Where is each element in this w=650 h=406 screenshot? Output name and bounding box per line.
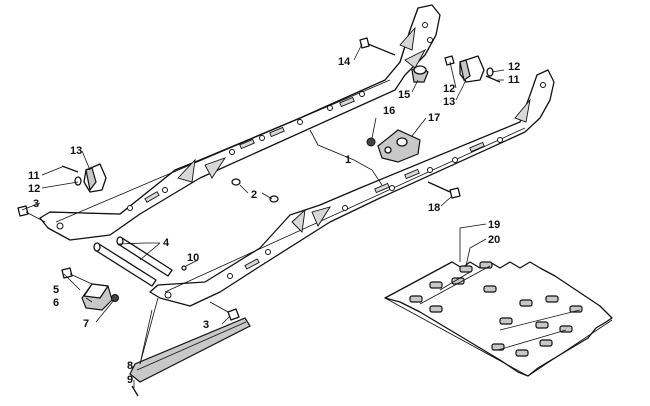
callout-5: 5 (53, 284, 59, 296)
callout-8: 8 (127, 360, 133, 372)
callout-13-right: 13 (443, 96, 455, 108)
callout-9: 9 (127, 374, 133, 386)
bolt-11-right (485, 75, 501, 83)
callout-20: 20 (488, 234, 500, 246)
callout-19: 19 (488, 219, 500, 231)
callout-15: 15 (398, 89, 410, 101)
track-19 (384, 261, 613, 377)
leader-lines (21, 43, 505, 388)
callout-17: 17 (428, 112, 440, 124)
washer-12-left (74, 176, 82, 186)
callout-6: 6 (53, 297, 59, 309)
bolt-12-right (444, 55, 455, 66)
callout-18: 18 (428, 202, 440, 214)
bolt-3-lower (209, 301, 240, 321)
callout-16: 16 (383, 105, 395, 117)
callout-1: 1 (345, 154, 351, 166)
callout-7: 7 (83, 318, 89, 330)
nut-7 (111, 294, 119, 302)
bolt-18 (427, 181, 461, 199)
callout-12-left: 12 (28, 183, 40, 195)
callout-14: 14 (338, 56, 351, 68)
rail-far (39, 4, 441, 241)
cross-shafts (93, 236, 173, 287)
callout-12-right-top: 12 (508, 61, 520, 73)
nut-16 (366, 137, 376, 147)
slide-block-6 (81, 283, 113, 311)
callout-labels: 1 2 3 3 4 5 6 7 8 9 10 11 11 12 12 12 13… (28, 56, 520, 386)
callout-3-left: 3 (33, 198, 39, 210)
bracket-13-right (459, 55, 485, 83)
callout-11-left: 11 (28, 170, 40, 182)
callout-10: 10 (187, 252, 199, 264)
spacer-2 (231, 178, 279, 203)
bolt-3-left (17, 205, 46, 223)
screw-9 (131, 385, 139, 397)
callout-3-lower: 3 (203, 319, 209, 331)
track-clips-20 (409, 261, 583, 357)
wear-strip-8 (129, 317, 251, 383)
callout-13-left: 13 (70, 145, 82, 157)
bolt-11-left (61, 165, 79, 173)
bushing-15 (411, 65, 429, 83)
bracket-13-left (83, 163, 107, 193)
bracket-17 (377, 129, 421, 163)
bolt-5 (61, 267, 93, 285)
callout-12-right: 12 (443, 83, 455, 95)
rail-near (149, 69, 555, 307)
callout-4: 4 (163, 237, 170, 249)
callout-11-right: 11 (508, 74, 520, 86)
callout-2: 2 (251, 189, 257, 201)
pin-10 (181, 265, 187, 271)
